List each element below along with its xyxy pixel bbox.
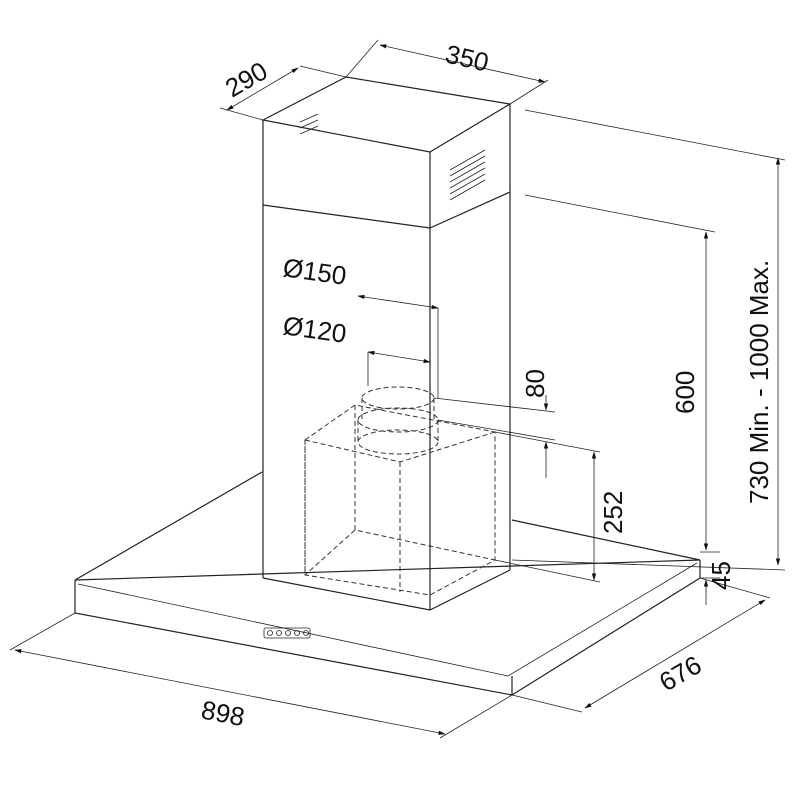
- dimension-lines: [9, 39, 786, 739]
- dim-290-label: 290: [220, 56, 273, 104]
- motor-housing: [304, 404, 496, 596]
- dim-898-label: 898: [199, 694, 247, 732]
- dim-350-label: 350: [443, 39, 492, 78]
- vent-grille-left: [299, 113, 319, 135]
- dim-duct-outer-label: Ø150: [281, 252, 348, 291]
- dim-252-label: 252: [598, 491, 628, 534]
- dim-80-label: 80: [520, 369, 550, 398]
- control-buttons: [263, 627, 311, 639]
- dim-600-label: 600: [670, 371, 700, 414]
- dim-676-label: 676: [654, 650, 707, 698]
- chimney: [261, 76, 512, 611]
- dim-total-height-label: 730 Min. - 1000 Max.: [744, 260, 774, 504]
- duct-collar: [357, 386, 439, 455]
- hood-canopy: [74, 471, 701, 696]
- dim-duct-inner-label: Ø120: [281, 310, 348, 349]
- vent-grille-front: [449, 149, 486, 201]
- dim-45-label: 45: [706, 561, 736, 590]
